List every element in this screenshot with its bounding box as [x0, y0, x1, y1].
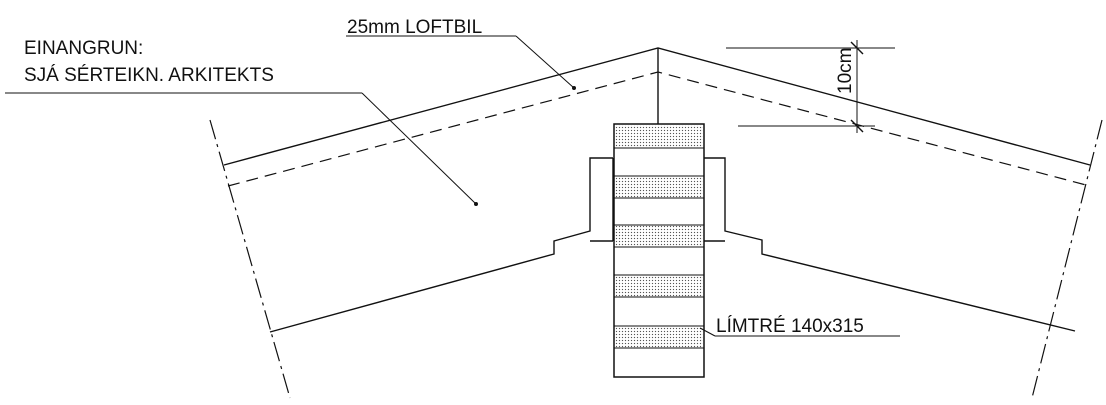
dimension-label: 10cm [835, 48, 856, 94]
insulation-leader [361, 92, 477, 205]
insulation-callout: EINANGRUN: SJÁ SÉRTEIKN. ARKITEKTS [5, 38, 478, 206]
loftbil-leader-dot [572, 86, 576, 90]
glulam-lamella [615, 275, 703, 297]
glulam-beam [613, 123, 705, 378]
glulam-lamella [615, 225, 703, 247]
glulam-leader [699, 327, 716, 337]
glulam-label: LÍMTRÉ 140x315 [716, 316, 864, 337]
glulam-lamella [615, 125, 703, 148]
insulation-label-line1: EINANGRUN: [24, 38, 143, 59]
dimension-tick-bottom [850, 119, 864, 133]
ceiling-line-left [269, 157, 613, 333]
loftbil-callout: 25mm LOFTBIL [346, 17, 576, 90]
glulam-callout: LÍMTRÉ 140x315 [699, 316, 900, 337]
loftbil-leader [515, 35, 575, 89]
loftbil-label: 25mm LOFTBIL [347, 17, 482, 38]
dimension-tick-top [850, 41, 864, 55]
dimension-10cm: 10cm [726, 40, 895, 133]
ceiling-line-right [703, 157, 1076, 332]
glulam-lamella [615, 176, 703, 198]
break-line-left [209, 119, 291, 399]
insulation-label-line2: SJÁ SÉRTEIKN. ARKITEKTS [24, 65, 274, 86]
glulam-lamella [615, 326, 703, 348]
break-line-right [1031, 119, 1103, 399]
insulation-leader-dot [474, 202, 478, 206]
